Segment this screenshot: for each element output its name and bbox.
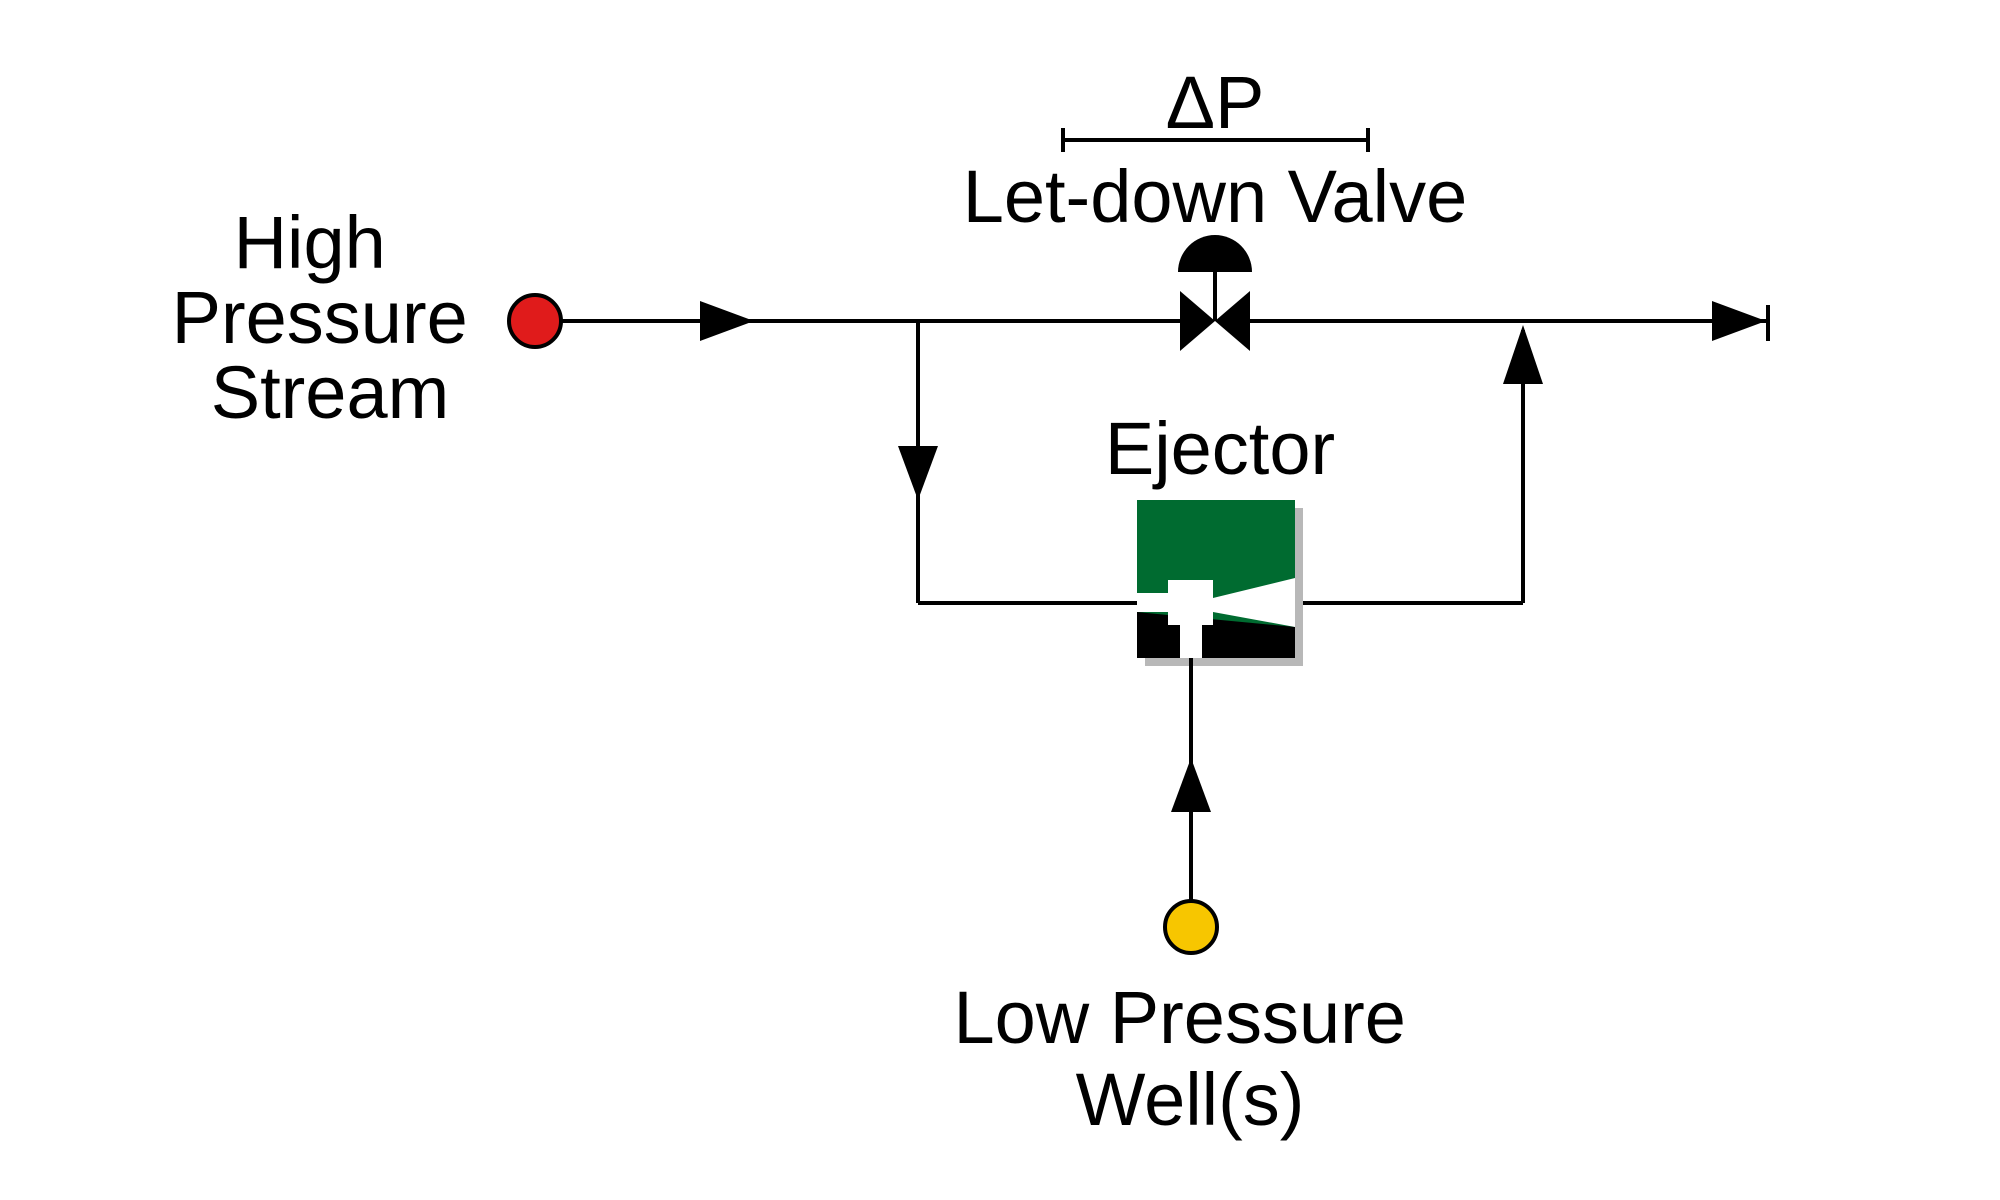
let-down-valve-icon[interactable] — [1178, 235, 1252, 351]
delta-p-label: ΔP — [1166, 61, 1265, 144]
delta-p-bracket — [1061, 128, 1370, 152]
main-inlet-flow-arrow-icon — [700, 301, 754, 341]
high-pressure-stream-label: High Pressure Stream — [172, 201, 489, 434]
low-pressure-wells-label: Low Pressure Well(s) — [954, 976, 1427, 1141]
ejector-icon[interactable] — [1137, 500, 1303, 666]
let-down-valve-label: Let-down Valve — [963, 155, 1468, 238]
loop-down-flow-arrow-icon — [898, 446, 938, 500]
outlet-flow-arrow-icon — [1712, 301, 1766, 341]
high-pressure-line-1: High — [234, 201, 386, 284]
main-line — [560, 305, 1770, 341]
high-pressure-line-3: Stream — [211, 351, 450, 434]
high-pressure-line-2: Pressure — [172, 276, 468, 359]
low-pressure-line-1: Low Pressure — [954, 976, 1406, 1059]
high-pressure-source-icon[interactable] — [507, 293, 563, 349]
low-pressure-line-2: Well(s) — [1076, 1058, 1305, 1141]
low-pressure-source-icon[interactable] — [1163, 899, 1219, 955]
ejector-label: Ejector — [1105, 407, 1335, 490]
loop-up-flow-arrow-icon — [1503, 325, 1543, 384]
low-pressure-flow-arrow-icon — [1171, 758, 1211, 812]
